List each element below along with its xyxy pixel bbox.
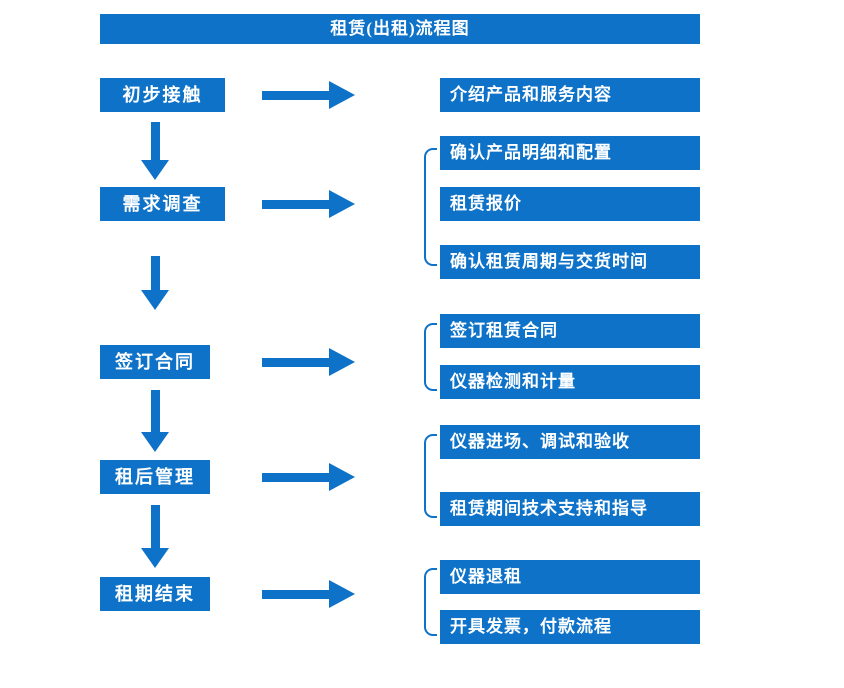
output-box-invoice-payment: 开具发票，付款流程	[440, 610, 700, 644]
arrow-shaft	[150, 505, 160, 548]
arrow-shaft	[150, 122, 160, 160]
right-arrow-icon	[262, 81, 355, 109]
down-arrow-icon	[141, 505, 169, 568]
arrow-shaft	[150, 256, 160, 290]
right-arrow-icon	[262, 580, 355, 608]
group-bracket	[424, 323, 437, 391]
output-box-technical-support: 租赁期间技术支持和指导	[440, 492, 700, 526]
right-arrow-icon	[262, 190, 355, 218]
stage-box-demand-survey: 需求调查	[100, 187, 225, 221]
arrow-head	[329, 348, 355, 376]
arrow-head	[329, 463, 355, 491]
arrow-shaft	[262, 199, 329, 209]
output-box-confirm-period-delivery: 确认租赁周期与交货时间	[440, 245, 700, 279]
output-box-instrument-setup: 仪器进场、调试和验收	[440, 425, 700, 459]
arrow-head	[329, 190, 355, 218]
output-box-introduce-products: 介绍产品和服务内容	[440, 78, 700, 112]
output-box-confirm-details: 确认产品明细和配置	[440, 136, 700, 170]
output-box-rental-quote: 租赁报价	[440, 187, 700, 221]
arrow-head	[141, 160, 169, 180]
group-bracket	[424, 568, 437, 636]
arrow-shaft	[262, 90, 329, 100]
stage-box-post-rental-management: 租后管理	[100, 460, 210, 494]
output-box-instrument-inspection: 仪器检测和计量	[440, 365, 700, 399]
stage-box-sign-contract: 签订合同	[100, 345, 210, 379]
output-box-sign-rental-contract: 签订租赁合同	[440, 314, 700, 348]
right-arrow-icon	[262, 348, 355, 376]
down-arrow-icon	[141, 256, 169, 310]
group-bracket	[424, 148, 437, 266]
right-arrow-icon	[262, 463, 355, 491]
arrow-head	[329, 580, 355, 608]
arrow-head	[141, 290, 169, 310]
arrow-head	[141, 432, 169, 452]
output-box-instrument-return: 仪器退租	[440, 560, 700, 594]
arrow-head	[329, 81, 355, 109]
diagram-title: 租赁(出租)流程图	[100, 14, 700, 44]
arrow-shaft	[262, 589, 329, 599]
arrow-shaft	[262, 472, 329, 482]
arrow-head	[141, 548, 169, 568]
stage-box-lease-end: 租期结束	[100, 577, 210, 611]
group-bracket	[424, 434, 437, 518]
down-arrow-icon	[141, 122, 169, 180]
stage-box-initial-contact: 初步接触	[100, 78, 225, 112]
arrow-shaft	[150, 390, 160, 432]
down-arrow-icon	[141, 390, 169, 452]
arrow-shaft	[262, 357, 329, 367]
